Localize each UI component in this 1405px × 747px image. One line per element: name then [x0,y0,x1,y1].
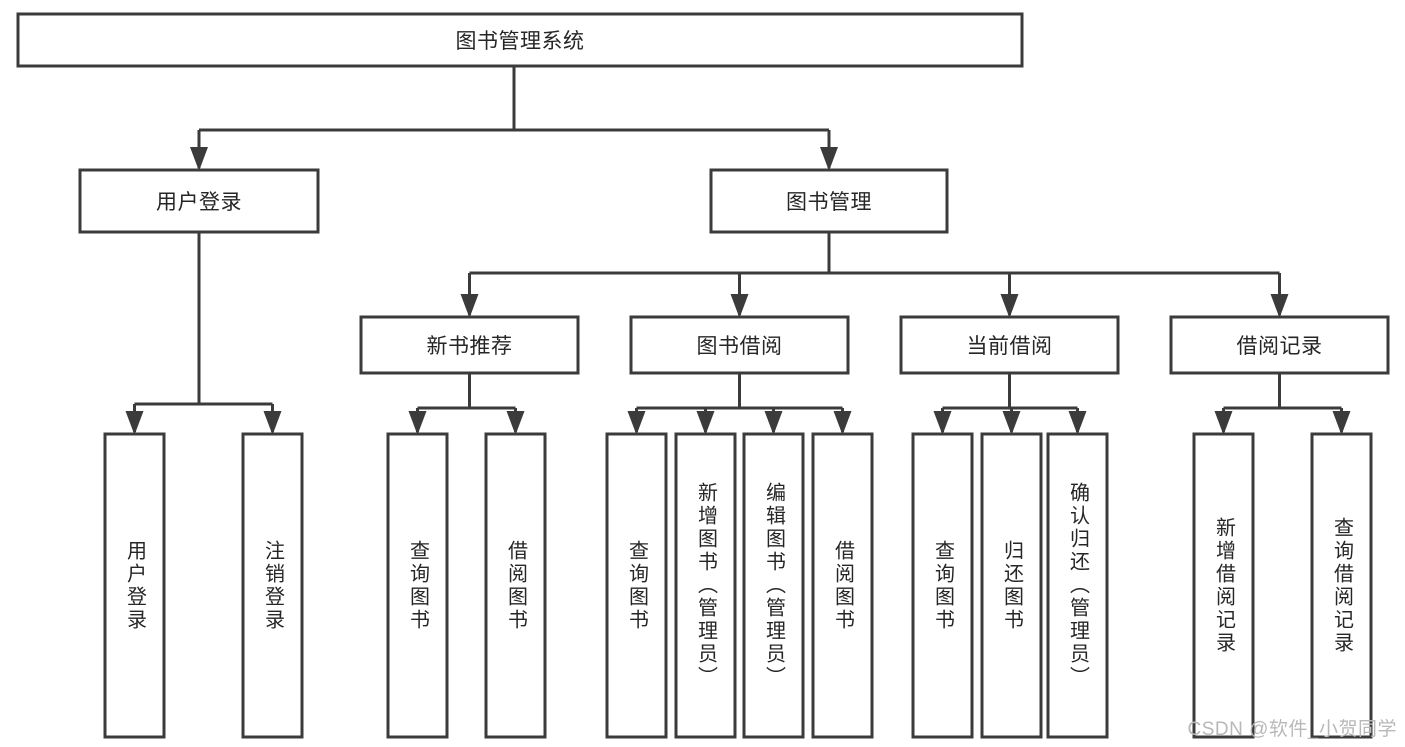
node-layer [16,12,1390,739]
node-leaf-confirm-return-admin[interactable] [1046,432,1109,739]
arrow-head-leaf-borrow-book [833,411,852,435]
node-leaf-edit-book-admin[interactable] [742,432,805,739]
arrow-head-leaf-query-borrow-record [1332,411,1351,435]
edge-layer [125,66,1351,435]
arrow-head-book-borrow [730,294,749,318]
node-borrow-record[interactable] [1169,315,1390,375]
node-leaf-query-book-borrow[interactable] [605,432,668,739]
node-book-borrow[interactable] [629,315,850,375]
node-leaf-return-book[interactable] [980,432,1043,739]
node-leaf-query-borrow-record[interactable] [1310,432,1373,739]
arrow-head-leaf-confirm-return-admin [1068,411,1087,435]
node-leaf-user-login[interactable] [103,432,166,739]
node-leaf-borrow-book[interactable] [811,432,874,739]
node-leaf-borrow-book-recommend[interactable] [484,432,547,739]
arrow-head-leaf-query-book-recommend [408,411,427,435]
node-book-manage[interactable] [709,168,949,234]
arrow-head-new-book-recommend [460,294,479,318]
arrow-head-leaf-add-book-admin [696,411,715,435]
node-leaf-add-book-admin[interactable] [674,432,737,739]
node-leaf-query-book-recommend[interactable] [386,432,449,739]
node-new-book-recommend[interactable] [359,315,580,375]
node-leaf-query-book-current[interactable] [911,432,974,739]
arrow-head-user-login [190,147,208,171]
node-leaf-logout[interactable] [241,432,304,739]
arrow-head-leaf-logout [263,411,282,435]
arrow-head-leaf-add-borrow-record [1214,411,1233,435]
arrow-head-leaf-query-book-borrow [627,411,646,435]
node-user-login[interactable] [78,168,320,234]
arrow-head-book-manage [820,147,838,171]
arrow-head-current-borrow [1000,294,1019,318]
arrow-head-leaf-return-book [1002,411,1021,435]
node-current-borrow[interactable] [899,315,1120,375]
arrow-head-leaf-borrow-book-recommend [506,411,525,435]
arrow-head-borrow-record [1270,294,1289,318]
node-root[interactable] [16,12,1024,68]
node-leaf-add-borrow-record[interactable] [1192,432,1255,739]
arrow-head-leaf-edit-book-admin [764,411,783,435]
watermark-text: CSDN @软件_小贺同学 [1187,719,1397,740]
arrow-head-leaf-user-login [125,411,144,435]
arrow-head-leaf-query-book-current [933,411,952,435]
